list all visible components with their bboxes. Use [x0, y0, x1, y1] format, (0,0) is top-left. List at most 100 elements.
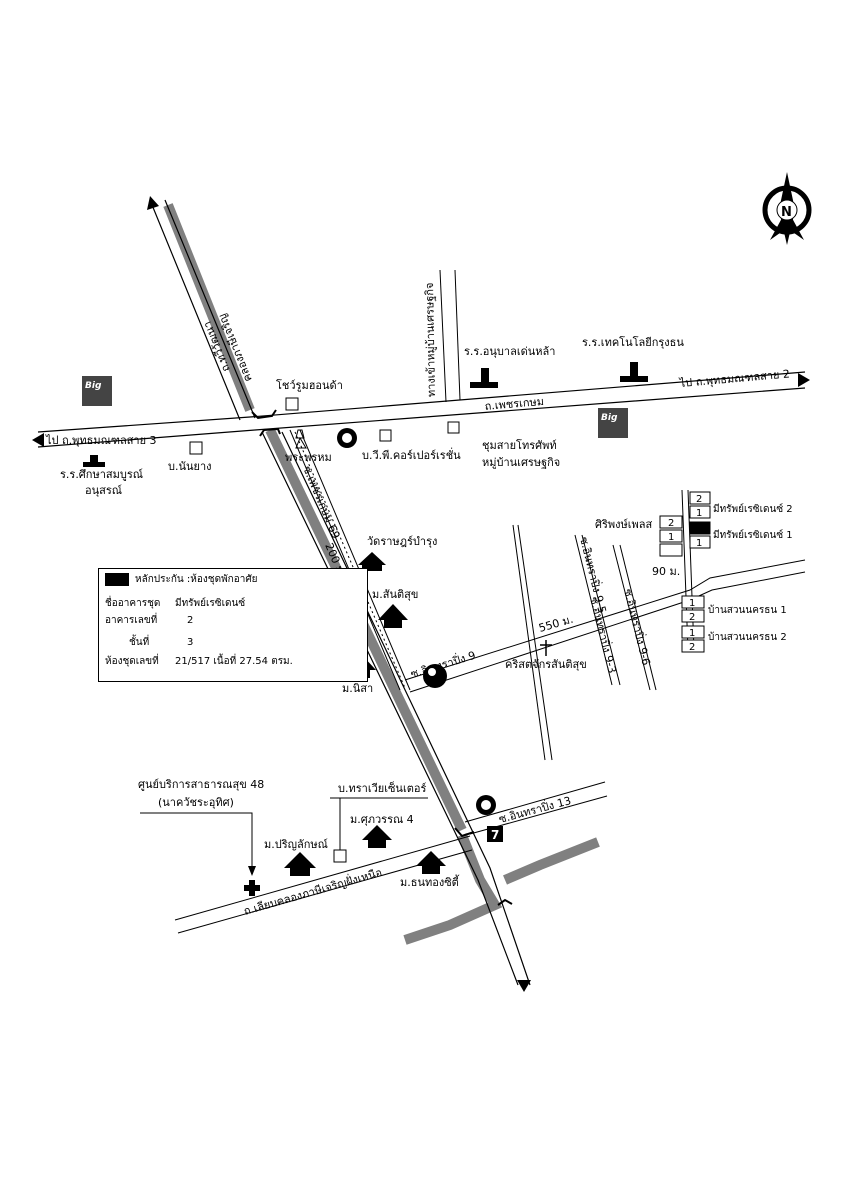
school-icon [470, 368, 498, 388]
label-m-thanthong: ม.ธนทองซิตี้ [400, 874, 460, 889]
label-travel-center: บ.ทราเวียเซ็นเตอร์ [338, 781, 426, 795]
label-90m: 90 ม. [652, 565, 680, 578]
big-logo-icon: Big [82, 376, 112, 406]
soi-9-a [404, 559, 806, 681]
compass-icon: N [762, 172, 812, 245]
canal-south-west [403, 833, 503, 945]
legend-swatch [105, 573, 129, 586]
hospital-icon [244, 880, 260, 896]
vp-corp-icon [379, 429, 392, 442]
label-kaeb-khlong: ถ.เลียบคลองภาษีเจริญฝั่งเหนือ [242, 864, 384, 918]
label-siriphong: ศิริพงษ์เพลส [595, 518, 653, 531]
house-icon [378, 604, 408, 628]
label-soi-9-6: ซ.อินทราปิ่ง 9-6 [621, 587, 654, 667]
legend-building-name-value: มีทรัพย์เรซิเดนซ์ [175, 598, 246, 609]
soi-9-5-b [517, 524, 553, 761]
soi-9-3-a [574, 534, 613, 686]
legend-unit-label: ห้องชุดเลขที่ [105, 656, 159, 667]
label-suan-1: บ้านสวนนครธน 1 [708, 604, 787, 616]
bridge-left [251, 409, 277, 420]
arrow-east [798, 373, 810, 387]
soi-9-6-a [612, 544, 651, 691]
legend-building-no-value: 2 [187, 615, 194, 626]
label-vp-corp: บ.วี.พี.คอร์เปอร์เรชั่น [362, 447, 461, 462]
svg-text:2: 2 [689, 612, 695, 623]
house-icon [284, 852, 316, 876]
legend-floor-label: ชั้นที่ [129, 637, 150, 648]
label-school-tech: ร.ร.เทคโนโลยีกรุงธน [582, 335, 684, 349]
phetkasem-b [37, 387, 806, 448]
arrow-west [32, 433, 44, 447]
svg-text:1: 1 [696, 508, 702, 519]
label-school-suksa: ร.ร.ศึกษาสมบูรณ์ [60, 468, 143, 481]
legend-building-name-label: ชื่ออาคารชุด [105, 598, 161, 609]
legend-unit-value: 21/517 เนื้อที่ 27.54 ตรม. [175, 656, 293, 667]
label-school-suksa-2: อนุสรณ์ [85, 484, 122, 497]
travel-pointer [330, 797, 428, 850]
label-to-phutthamonthon-2: ไป ถ.พุทธมณฑลสาย 2 [678, 367, 790, 390]
legend-building-no-label: อาคารเลขที่ [105, 615, 158, 626]
bridge-south [454, 827, 475, 838]
label-church: คริสตจักรสันติสุข [505, 658, 587, 671]
legend-floor-value: 3 [187, 637, 194, 648]
phraphrom-icon [295, 429, 307, 449]
travel-center-icon [333, 849, 347, 863]
label-mitsap-2: มีทรัพย์เรซิเดนซ์ 2 [713, 503, 793, 515]
svg-text:2: 2 [668, 518, 674, 529]
school-icon [83, 455, 105, 467]
soi-9-6-b [619, 544, 657, 691]
label-showroom: โชว์รูมฮอนด้า [276, 378, 343, 392]
label-soi-13: ซ.อินทราปิ่ง 13 [497, 792, 573, 826]
road-north [149, 199, 241, 421]
soi-69-dots [294, 431, 406, 689]
label-telephone: ชุมสายโทรศัพท์ [482, 438, 557, 452]
arrow-north [147, 196, 159, 210]
kaeb-khlong-a [174, 835, 471, 921]
lot-block: 2 1 2 1 1 1 2 1 2 [659, 491, 711, 653]
compass-label: N [781, 205, 792, 220]
soi-9-5-a [512, 524, 546, 761]
house-icon [362, 825, 392, 848]
label-550m: 550 ม. [537, 613, 574, 635]
lane-residence-a [681, 489, 689, 651]
label-phraphrom: พระพรหม [285, 451, 332, 464]
label-nanyang: บ.นันยาง [168, 460, 212, 473]
arrow-south [517, 980, 531, 992]
soi-13-a [464, 781, 606, 823]
label-wat: วัดราษฎร์บำรุง [367, 535, 437, 548]
label-m-nisa: ม.นิสา [342, 682, 373, 695]
health-center-pointer [140, 812, 253, 870]
bridge-south-2 [497, 898, 513, 906]
legend-title: หลักประกัน :ห้องชุดพักอาศัย [135, 574, 258, 585]
label-health-center: ศูนย์บริการสาธารณสุข 48 [138, 778, 264, 791]
svg-text:2: 2 [696, 494, 702, 505]
svg-text:1: 1 [689, 628, 695, 639]
seven-eleven-icon: 7 [487, 826, 503, 842]
label-entrance: ทางเข้าหมู่บ้านเศรษฐกิจ [423, 282, 438, 397]
pointer-arrow [248, 866, 256, 876]
gas-station-icon [423, 664, 447, 688]
bridge-left-2 [259, 427, 281, 437]
svg-text:1: 1 [689, 598, 695, 609]
lane-residence-b [687, 489, 695, 651]
temple-icon [358, 552, 386, 571]
svg-text:2: 2 [689, 642, 695, 653]
nanyang-icon [189, 441, 203, 455]
label-suan-2: บ้านสวนนครธน 2 [708, 631, 787, 643]
svg-text:1: 1 [696, 538, 702, 549]
svg-text:Big: Big [85, 381, 102, 391]
label-m-suphawan: ม.ศุภวรรณ 4 [350, 813, 414, 826]
svg-text:7: 7 [491, 828, 499, 842]
church-icon [540, 640, 552, 656]
ptt-station-icon [476, 795, 496, 815]
entrance-road-a [439, 269, 447, 403]
ptt-station-icon [337, 428, 357, 448]
soi-69-a [289, 429, 401, 691]
showroom-icon [285, 397, 299, 411]
label-telephone-2: หมู่บ้านเศรษฐกิจ [482, 456, 560, 469]
school-icon [620, 362, 648, 382]
soi-9-3-b [581, 534, 621, 686]
house-icon [416, 851, 446, 874]
legend-box: หลักประกัน :ห้องชุดพักอาศัย ชื่ออาคารชุด… [98, 568, 368, 682]
